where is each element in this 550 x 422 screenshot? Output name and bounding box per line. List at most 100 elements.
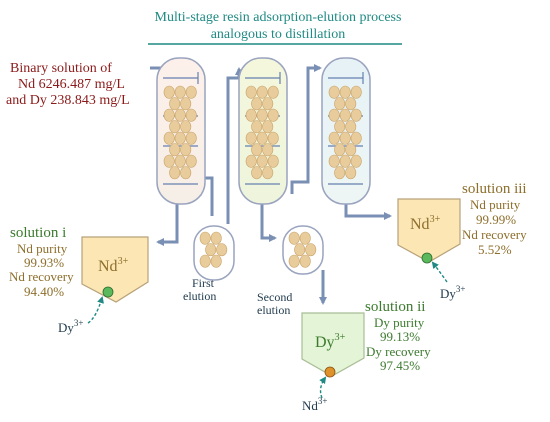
- resin-bead: [251, 97, 263, 111]
- resin-bead: [185, 154, 197, 168]
- solution-iii-vessel: Nd3+: [397, 198, 461, 283]
- pipe-col1-to-solution-i: [156, 198, 179, 246]
- second-elution-vessel: [282, 225, 324, 275]
- solution-i-impurity-dot: [102, 286, 114, 298]
- resin-bead: [334, 97, 346, 111]
- solution-iii-purity-label: Nd purity: [470, 197, 521, 212]
- resin-bead: [328, 85, 340, 99]
- resin-bead: [299, 254, 311, 268]
- diagram-title-line2: analogous to distillation: [211, 27, 346, 42]
- resin-bead: [345, 97, 357, 111]
- resin-bead: [256, 85, 268, 99]
- resin-bead: [210, 231, 222, 245]
- pipe-first-elution-to-col2: [226, 67, 243, 224]
- second-elution-label-line1: Second: [257, 290, 292, 304]
- resin-bead: [256, 131, 268, 145]
- solution-ii-recovery-label: Dy recovery: [366, 344, 431, 359]
- resin-bead: [180, 120, 192, 134]
- first-elution-label-line1: First: [192, 276, 215, 290]
- resin-bead: [169, 166, 181, 180]
- resin-bead: [174, 108, 186, 122]
- column-2-beads: [245, 85, 279, 180]
- solution-ii-impurity-label: Nd3+: [302, 396, 327, 413]
- solution-ii-vessel: Dy3+: [301, 312, 365, 399]
- resin-bead: [262, 166, 274, 180]
- resin-bead: [245, 131, 257, 145]
- resin-bead: [245, 154, 257, 168]
- resin-bead: [169, 120, 181, 134]
- resin-bead: [339, 131, 351, 145]
- resin-bead: [294, 243, 306, 257]
- solution-iii-vessel-ion: Nd3+: [410, 214, 441, 233]
- solution-ii-vessel-ion: Dy3+: [315, 332, 346, 351]
- solution-ii-impurity-dot: [324, 366, 336, 378]
- solution-iii-impurity-arrow: [431, 261, 448, 283]
- resin-bead: [350, 108, 362, 122]
- resin-bead: [185, 131, 197, 145]
- resin-bead: [345, 120, 357, 134]
- resin-bead: [174, 131, 186, 145]
- resin-bead: [267, 131, 279, 145]
- resin-bead: [262, 97, 274, 111]
- resin-bead: [299, 231, 311, 245]
- resin-bead: [328, 108, 340, 122]
- solution-iii-name: solution iii: [462, 181, 527, 197]
- solution-i-impurity-label: Dy3+: [58, 318, 83, 335]
- first-elution-label-line2: elution: [183, 289, 216, 303]
- solution-iii-purity-value: 99.99%: [476, 212, 516, 227]
- first-elution-beads: [199, 231, 228, 268]
- solution-i-purity-value: 99.93%: [24, 255, 64, 270]
- resin-bead: [339, 154, 351, 168]
- resin-bead: [339, 108, 351, 122]
- solution-iii-impurity-dot: [421, 252, 433, 264]
- resin-bead: [262, 143, 274, 157]
- resin-bead: [169, 143, 181, 157]
- resin-bead: [185, 108, 197, 122]
- resin-bead: [288, 231, 300, 245]
- resin-bead: [216, 243, 228, 257]
- diagram-title-line1: Multi-stage resin adsorption-elution pro…: [155, 10, 402, 25]
- pipe-col2-to-col3: [290, 64, 322, 194]
- solution-ii-recovery-value: 97.45%: [380, 358, 420, 373]
- resin-bead: [180, 166, 192, 180]
- resin-bead: [169, 97, 181, 111]
- resin-bead: [262, 120, 274, 134]
- resin-bead: [256, 108, 268, 122]
- resin-bead: [288, 254, 300, 268]
- resin-bead: [334, 143, 346, 157]
- resin-bead: [205, 243, 217, 257]
- resin-bead: [345, 143, 357, 157]
- solution-i-vessel-ion: Nd3+: [98, 256, 129, 275]
- second-elution-label-line2: elution: [257, 303, 290, 317]
- column-3-beads: [328, 85, 362, 180]
- feed-label-line3: and Dy 238.843 mg/L: [6, 93, 130, 108]
- solution-ii-name: solution ii: [365, 299, 425, 315]
- resin-bead: [199, 231, 211, 245]
- resin-bead: [339, 85, 351, 99]
- solution-iii-impurity-label: Dy3+: [440, 284, 465, 301]
- resin-bead: [180, 143, 192, 157]
- first-elution-vessel: [193, 225, 235, 281]
- resin-bead: [305, 243, 317, 257]
- solution-iii-recovery-label: Nd recovery: [462, 227, 527, 242]
- solution-ii-impurity-arrow: [319, 376, 327, 399]
- resin-bead: [210, 254, 222, 268]
- resin-bead: [245, 85, 257, 99]
- solution-i-vessel: Nd3+: [81, 236, 149, 324]
- resin-bead: [245, 108, 257, 122]
- resin-bead: [267, 85, 279, 99]
- feed-label-line1: Binary solution of: [10, 61, 112, 76]
- pipe-col2-to-second-elution: [260, 196, 277, 242]
- resin-bead: [256, 154, 268, 168]
- resin-bead: [174, 154, 186, 168]
- solution-i-recovery-value: 94.40%: [24, 284, 64, 299]
- solution-i-recovery-label: Nd recovery: [9, 269, 74, 284]
- resin-bead: [180, 97, 192, 111]
- resin-bead: [267, 108, 279, 122]
- resin-bead: [350, 131, 362, 145]
- resin-bead: [334, 166, 346, 180]
- resin-bead: [163, 154, 175, 168]
- resin-bead: [199, 254, 211, 268]
- resin-column-1: [156, 57, 206, 205]
- solution-ii-purity-label: Dy purity: [374, 315, 425, 330]
